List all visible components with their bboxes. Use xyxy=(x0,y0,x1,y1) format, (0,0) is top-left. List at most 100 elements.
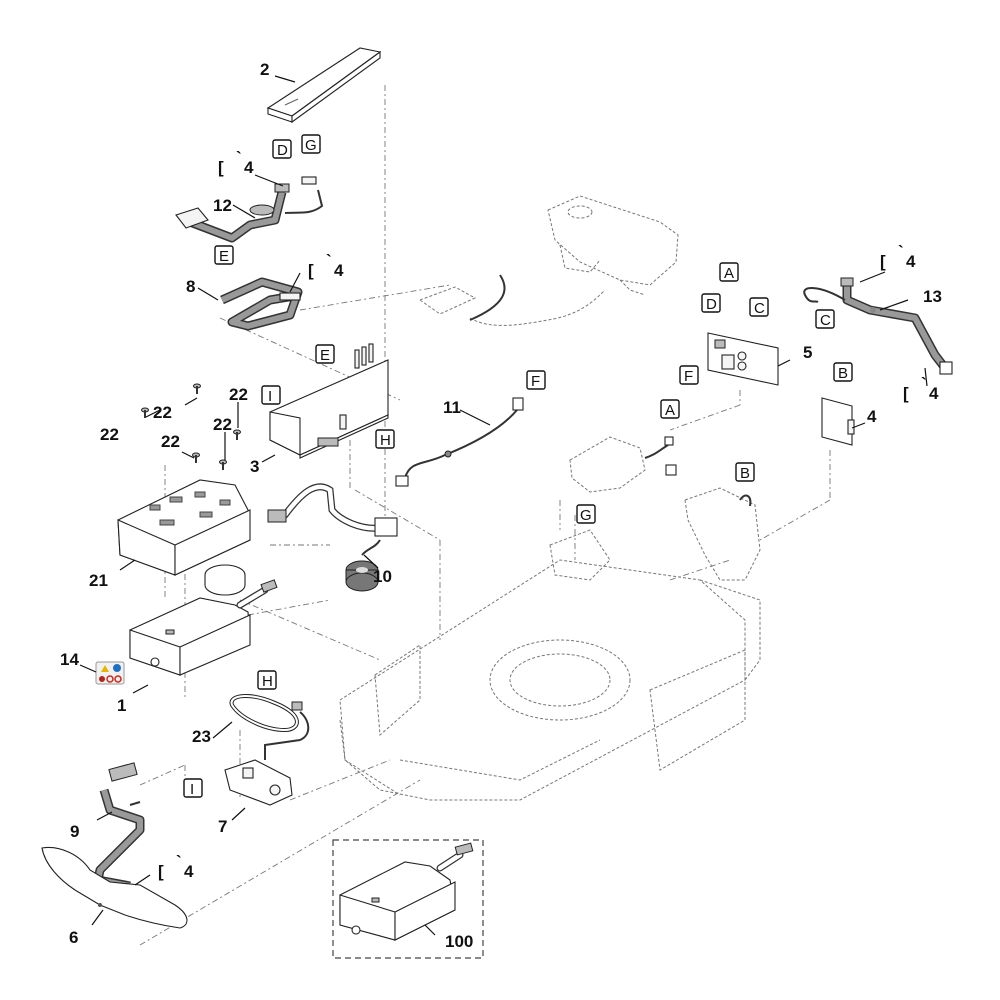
label-22: 22 xyxy=(161,432,180,451)
screw xyxy=(141,407,149,418)
svg-text:B: B xyxy=(838,365,848,382)
svg-text:[: [ xyxy=(880,252,886,271)
svg-text:G: G xyxy=(580,507,592,524)
label-8: 8 xyxy=(186,277,195,296)
ref-box-b: B xyxy=(833,362,853,382)
part-11-wire[interactable] xyxy=(395,397,524,487)
part-1-battery[interactable] xyxy=(129,579,278,676)
label-10: 10 xyxy=(373,567,392,586)
svg-text:4: 4 xyxy=(244,158,254,177)
ref-box-b: B xyxy=(735,462,755,482)
cross-ref-markers: [ ` 4 [ ` 4 [ ` 4 [ ` 4 [ ` 4 xyxy=(158,148,939,881)
svg-text:`: ` xyxy=(236,148,242,167)
part-4-module[interactable] xyxy=(821,397,855,446)
svg-text:A: A xyxy=(724,265,734,282)
svg-text:`: ` xyxy=(921,374,927,393)
label-14: 14 xyxy=(60,650,79,669)
svg-text:H: H xyxy=(380,432,391,449)
ref-box-e: E xyxy=(214,245,234,265)
arrow-mark-icon xyxy=(284,98,299,106)
part-6-bumper-plate[interactable] xyxy=(41,846,188,929)
ref-box-e: E xyxy=(315,344,335,364)
control-panel-ghost xyxy=(418,195,679,326)
label-6: 6 xyxy=(69,928,78,947)
ref-box-c: C xyxy=(749,297,769,317)
svg-text:C: C xyxy=(754,300,765,317)
svg-text:B: B xyxy=(740,465,750,482)
ref-box-f: F xyxy=(679,365,699,385)
part-22-screws[interactable] xyxy=(141,383,241,470)
part-100-battery-kit[interactable] xyxy=(332,839,484,959)
cross-ref-marker: [ ` 4 xyxy=(903,374,939,403)
svg-text:4: 4 xyxy=(929,384,939,403)
label-12: 12 xyxy=(213,196,232,215)
no-hand-icon xyxy=(114,675,122,683)
svg-text:I: I xyxy=(190,781,194,798)
svg-text:H: H xyxy=(262,673,273,690)
part-12-ribbon-harness[interactable] xyxy=(175,176,324,243)
svg-text:`: ` xyxy=(898,242,904,261)
svg-text:A: A xyxy=(665,402,675,419)
label-100: 100 xyxy=(445,932,473,951)
ref-box-i: I xyxy=(183,778,203,798)
label-7: 7 xyxy=(218,817,227,836)
label-23: 23 xyxy=(192,727,211,746)
part-2-cover-plate[interactable] xyxy=(266,47,382,124)
label-11: 11 xyxy=(443,398,461,417)
svg-text:D: D xyxy=(277,142,288,159)
ref-box-h: H xyxy=(257,670,277,690)
svg-text:F: F xyxy=(531,373,540,390)
ref-box-d: D xyxy=(272,139,292,159)
screw xyxy=(192,452,200,463)
svg-text:F: F xyxy=(684,368,693,385)
svg-text:4: 4 xyxy=(906,252,916,271)
label-5: 5 xyxy=(803,343,812,362)
label-22: 22 xyxy=(153,403,172,422)
screw xyxy=(193,383,201,394)
part-23-coil[interactable] xyxy=(229,694,299,733)
part-9-flat-cable[interactable] xyxy=(93,762,145,891)
svg-text:4: 4 xyxy=(184,862,194,881)
label-13: 13 xyxy=(923,287,942,306)
label-1: 1 xyxy=(117,696,126,715)
svg-text:`: ` xyxy=(326,251,332,270)
ref-box-d: D xyxy=(701,293,721,313)
part-21-electronics-housing[interactable] xyxy=(117,479,251,596)
ref-box-g: G xyxy=(301,134,321,154)
label-22: 22 xyxy=(229,385,248,404)
part-8-flat-cable[interactable] xyxy=(220,277,303,331)
label-21: 21 xyxy=(89,571,108,590)
svg-text:[: [ xyxy=(903,384,909,403)
svg-text:G: G xyxy=(305,137,317,154)
svg-text:I: I xyxy=(268,388,272,405)
label-2: 2 xyxy=(260,60,269,79)
part-3-bracket[interactable] xyxy=(269,343,389,459)
svg-text:[: [ xyxy=(308,261,314,280)
chassis-ghost xyxy=(339,529,761,801)
ref-box-i: I xyxy=(261,385,281,405)
part-13-harness[interactable] xyxy=(803,277,953,375)
screw xyxy=(219,459,227,470)
svg-text:E: E xyxy=(320,347,330,364)
part-5-pcb[interactable] xyxy=(707,332,779,386)
drive-motor-b-ghost xyxy=(684,487,761,581)
cross-ref-marker: [ ` 4 xyxy=(218,148,254,177)
read-manual-icon xyxy=(113,664,121,672)
ref-box-a: A xyxy=(660,399,680,419)
drive-motor-a-ghost xyxy=(569,436,677,493)
part-10-toroid-harness[interactable] xyxy=(267,483,398,592)
label-22: 22 xyxy=(100,425,119,444)
cross-ref-marker: [ ` 4 xyxy=(158,852,194,881)
cross-ref-marker: [ ` 4 xyxy=(308,251,344,280)
ref-box-a: A xyxy=(719,262,739,282)
svg-text:E: E xyxy=(219,248,229,265)
part-14-warning-label[interactable] xyxy=(95,661,125,685)
svg-text:[: [ xyxy=(158,862,164,881)
svg-text:D: D xyxy=(706,296,717,313)
part-number-labels: 2 12 8 3 22 22 22 22 22 21 14 1 10 11 5 … xyxy=(60,60,942,951)
label-4: 4 xyxy=(867,407,877,426)
glove-icon xyxy=(99,676,105,682)
part-7-sensor[interactable] xyxy=(224,701,310,806)
label-3: 3 xyxy=(250,457,259,476)
